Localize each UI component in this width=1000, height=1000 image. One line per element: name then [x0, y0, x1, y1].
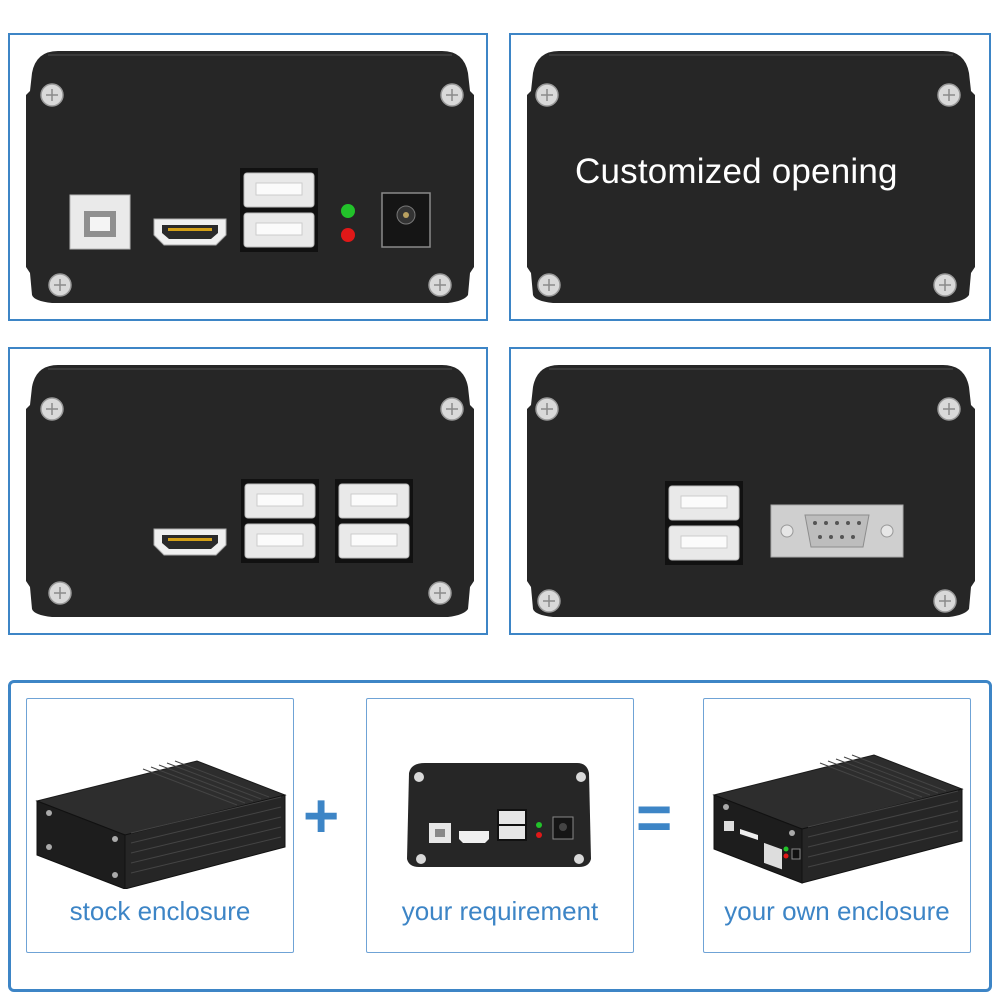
db9-serial-port-icon — [770, 504, 904, 558]
stock-enclosure-box: stock enclosure — [26, 698, 294, 953]
screw-icon — [937, 83, 961, 107]
usb-a-port-icon — [338, 483, 410, 519]
screw-icon — [933, 589, 957, 613]
green-led-icon — [341, 204, 355, 218]
your-own-enclosure-label: your own enclosure — [724, 896, 950, 926]
enclosure-panel-4 — [509, 347, 991, 635]
screw-icon — [535, 83, 559, 107]
enclosure-panel-2: Customized opening — [509, 33, 991, 321]
screw-icon — [40, 397, 64, 421]
screw-icon — [535, 397, 559, 421]
usb-a-port-icon — [668, 485, 740, 521]
usb-a-port-icon — [668, 525, 740, 561]
screw-icon — [48, 581, 72, 605]
screw-icon — [537, 273, 561, 297]
your-requirement-label: your requirement — [401, 896, 599, 926]
usb-a-port-icon — [244, 523, 316, 559]
dc-power-jack-icon — [381, 192, 431, 248]
hdmi-port-icon — [153, 528, 227, 556]
usb-a-port-icon — [338, 523, 410, 559]
usb-a-port-icon — [243, 172, 315, 208]
screw-icon — [40, 83, 64, 107]
screw-icon — [933, 273, 957, 297]
your-own-enclosure-image — [712, 754, 964, 884]
screw-icon — [937, 397, 961, 421]
usb-b-port-icon — [69, 194, 131, 250]
stock-enclosure-image — [35, 760, 287, 889]
your-own-enclosure-box: your own enclosure — [703, 698, 971, 953]
your-requirement-box: your requirement — [366, 698, 634, 953]
usb-a-port-icon — [244, 483, 316, 519]
screw-icon — [48, 273, 72, 297]
enclosure-panel-1 — [8, 33, 488, 321]
hdmi-port-icon — [153, 218, 227, 246]
enclosure-panel-3 — [8, 347, 488, 635]
your-requirement-image — [407, 763, 591, 867]
screw-icon — [440, 83, 464, 107]
red-led-icon — [341, 228, 355, 242]
screw-icon — [537, 589, 561, 613]
usb-a-port-icon — [243, 212, 315, 248]
equals-symbol: = — [636, 784, 673, 853]
plus-symbol: + — [303, 782, 340, 851]
screw-icon — [428, 581, 452, 605]
screw-icon — [428, 273, 452, 297]
screw-icon — [440, 397, 464, 421]
stock-enclosure-label: stock enclosure — [69, 896, 251, 926]
customized-opening-text: Customized opening — [575, 152, 898, 191]
